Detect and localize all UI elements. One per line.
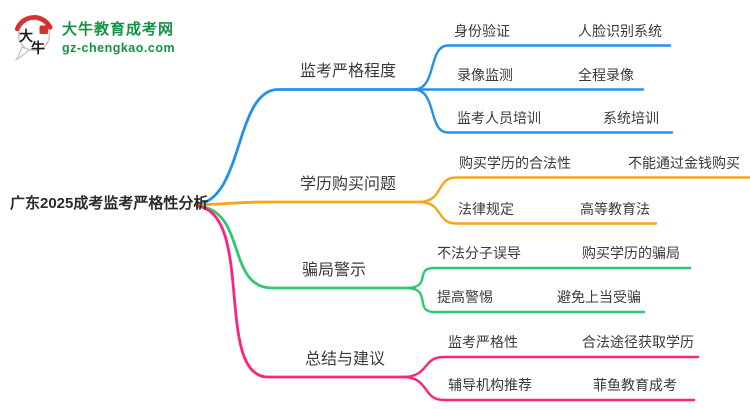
leaf-value: 全程录像 bbox=[578, 67, 634, 83]
leaf-key: 辅导机构推荐 bbox=[448, 377, 532, 393]
leaf-value: 系统培训 bbox=[603, 110, 659, 126]
branch-node-invigilation: 监考严格程度 bbox=[300, 63, 397, 80]
branch-lines-invigilation bbox=[195, 88, 417, 206]
branch-lines-scam-warning bbox=[195, 204, 410, 290]
branch-leaf-lines-invigilation bbox=[413, 44, 674, 134]
branch-lines-summary bbox=[195, 204, 406, 379]
leaf-key: 购买学历的合法性 bbox=[459, 155, 571, 171]
root-node: 广东2025成考监考严格性分析 bbox=[10, 195, 209, 212]
logo-char-bottom: 牛 bbox=[31, 40, 45, 56]
branch-leaf-lines-diploma-buying bbox=[418, 176, 750, 225]
leaf-key: 身份验证 bbox=[454, 23, 510, 39]
site-url: gz-chengkao.com bbox=[62, 41, 176, 55]
leaf-value: 人脸识别系统 bbox=[578, 23, 662, 39]
branch-leaf-lines-summary bbox=[402, 355, 700, 402]
leaf-value: 合法途径获取学历 bbox=[582, 334, 694, 350]
leaf-value: 不能通过金钱购买 bbox=[628, 155, 740, 171]
daniu-logo-icon: 大 牛 bbox=[14, 15, 53, 61]
branch-node-scam-warning: 骗局警示 bbox=[302, 262, 367, 279]
leaf-key: 监考严格性 bbox=[448, 334, 518, 350]
branch-lines-diploma-buying bbox=[195, 200, 422, 207]
leaf-value: 避免上当受骗 bbox=[557, 289, 641, 305]
leaf-key: 不法分子误导 bbox=[437, 245, 521, 261]
leaf-key: 提高警惕 bbox=[437, 289, 493, 305]
leaf-key: 录像监测 bbox=[457, 67, 513, 83]
branch-node-summary: 总结与建议 bbox=[305, 351, 386, 368]
leaf-value: 购买学历的骗局 bbox=[582, 245, 680, 261]
leaf-key: 法律规定 bbox=[458, 201, 514, 217]
branch-leaf-lines-scam-warning bbox=[406, 266, 692, 314]
leaf-key: 监考人员培训 bbox=[457, 110, 541, 126]
logo-char-top: 大 bbox=[19, 28, 33, 44]
leaf-value: 菲鱼教育成考 bbox=[593, 377, 677, 393]
site-logo: 大 牛 大牛教育成考网 gz-chengkao.com bbox=[10, 8, 175, 62]
leaf-value: 高等教育法 bbox=[580, 201, 650, 217]
branch-node-diploma-buying: 学历购买问题 bbox=[300, 176, 397, 193]
site-logo-text: 大牛教育成考网 gz-chengkao.com bbox=[62, 18, 175, 55]
site-name: 大牛教育成考网 bbox=[62, 21, 175, 38]
